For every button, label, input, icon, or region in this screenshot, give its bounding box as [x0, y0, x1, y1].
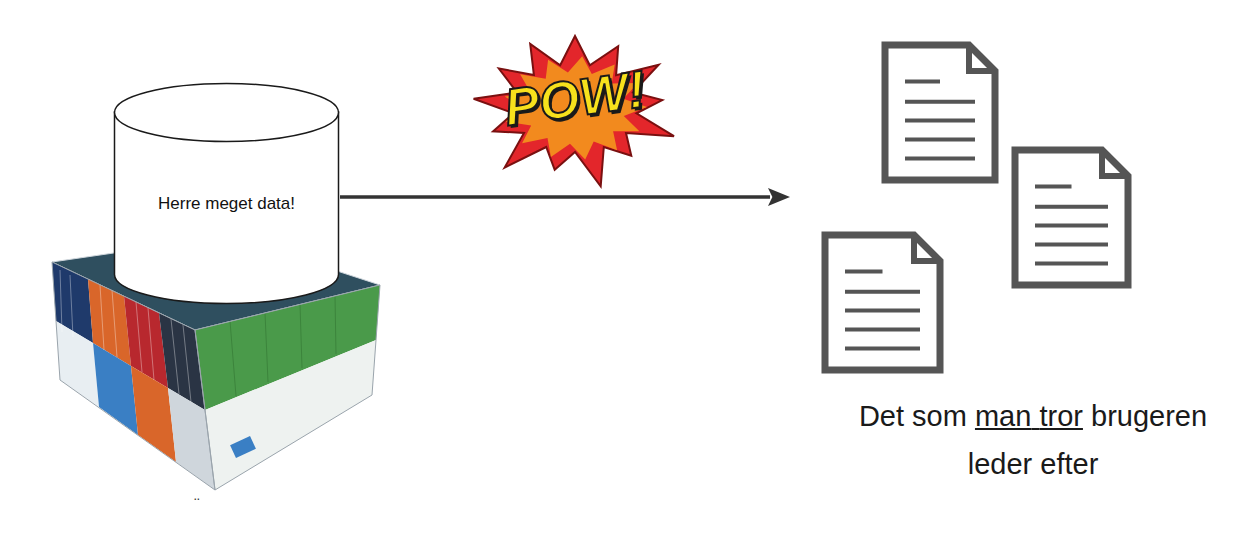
flow-arrow	[340, 188, 790, 206]
document-group: Det som man tror brugeren leder efter	[790, 40, 1242, 520]
node-text: Herre meget data!	[123, 194, 330, 214]
database-cylinder: Herre meget data!	[113, 82, 340, 305]
cylinder-outline	[113, 82, 340, 305]
burst-shape	[474, 36, 674, 186]
document-caption: Det som man tror brugeren leder efter	[833, 392, 1233, 488]
small-mark: ¨	[180, 496, 214, 514]
underlined-words: man tror	[975, 400, 1083, 432]
